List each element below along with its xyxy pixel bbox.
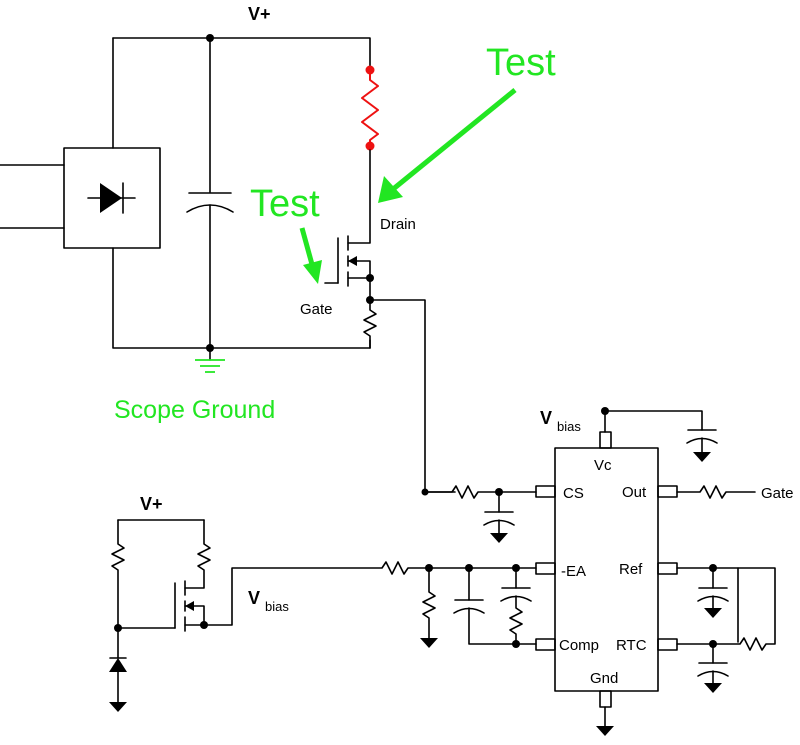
ic-ground [596,706,614,736]
pin-ref-box [657,562,678,575]
test-gate-label: Test [250,183,320,225]
pin-rtc-label: RTC [616,637,647,654]
pin-cs-box [535,485,556,498]
gate-out-label: Gate [761,485,794,502]
pin-out-label: Out [622,484,647,501]
ground-symbol [195,347,225,373]
junction-dot [206,34,214,42]
pin-out-box [657,485,678,498]
test-gate-arrow-icon [299,227,322,284]
sense-line-wire [369,299,456,493]
main-mosfet [324,235,371,287]
pin-rtc-box [657,638,678,651]
vbias-top-label: V [540,408,552,428]
gate-drive-output [676,485,756,499]
pin-gnd-box [599,690,612,708]
scope-ground-label: Scope Ground [114,396,275,424]
rtc-network [676,567,776,693]
sense-resistor [363,299,377,349]
diode-icon [87,182,136,214]
load-resistor [361,65,379,151]
vcc-supply [601,407,718,462]
power-stage [0,34,456,493]
bias-regulator [109,519,211,712]
gate-label: Gate [300,301,333,318]
vbias-left-label: V [248,588,260,608]
vplus-bottom-label: V+ [140,494,163,514]
test-drain-arrow-icon [378,88,517,203]
bulk-capacitor [186,37,234,349]
test-drain-label: Test [486,42,556,84]
drain-wire [347,149,371,244]
vplus-top-label: V+ [248,4,271,24]
vbias-top-sub: bias [557,419,581,434]
top-rail-wire [112,37,371,69]
drain-label: Drain [380,216,416,233]
vbias-left-sub: bias [265,599,289,614]
cs-filter [421,485,537,543]
pin-ea-box [535,562,556,575]
pin-cs-label: CS [563,485,584,502]
pin-comp-box [535,638,556,651]
ref-capacitor [676,564,739,643]
pin-vc-box [599,431,612,449]
bridge-rectifier [63,147,161,249]
bottom-rail-wire [112,247,371,349]
pin-ref-label: Ref [619,561,643,578]
pin-comp-label: Comp [559,637,599,654]
pin-gnd-label: Gnd [590,670,618,687]
error-amp-network [203,561,537,648]
controller-ic: Vc CS Out -EA Ref Comp RTC Gnd [535,431,678,708]
pin-vc-label: Vc [594,457,612,474]
ac-input-wires [0,164,65,229]
pin-ea-label: -EA [561,563,586,580]
